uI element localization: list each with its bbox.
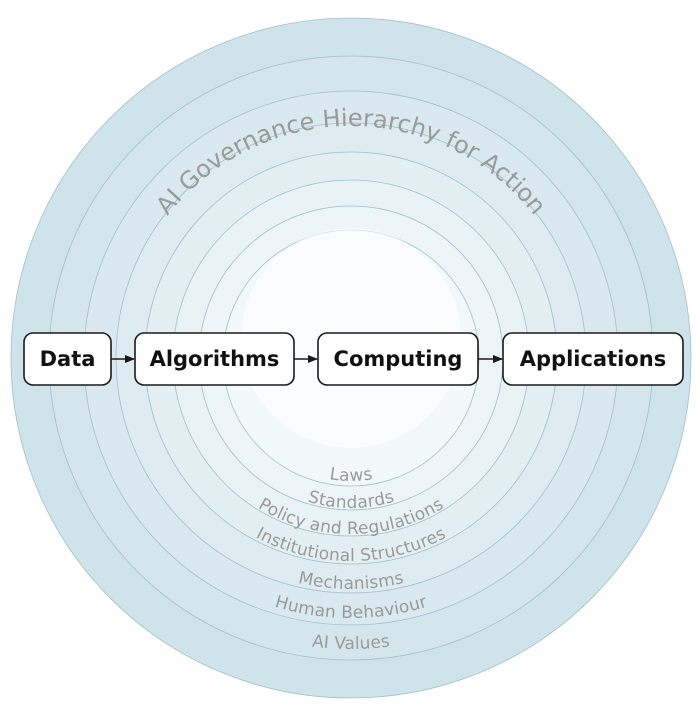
stage-applications: Applications (502, 332, 684, 386)
stage-data: Data (23, 332, 112, 386)
stage-label: Computing (334, 347, 463, 371)
stage-box (502, 332, 684, 386)
stage-box (134, 332, 295, 386)
stage-label: Data (40, 347, 96, 371)
stage-label: Algorithms (150, 347, 280, 371)
layer-label-7: AI Values (311, 631, 391, 654)
stage-box (317, 332, 479, 386)
governance-rings (10, 17, 692, 699)
stage-computing: Computing (317, 332, 479, 386)
pipeline-stages: Data Algorithms Computing Applications (23, 332, 684, 386)
stage-algorithms: Algorithms (134, 332, 295, 386)
layer-label-1: Laws (328, 464, 373, 486)
stage-label: Applications (520, 347, 666, 371)
stage-box (23, 332, 112, 386)
